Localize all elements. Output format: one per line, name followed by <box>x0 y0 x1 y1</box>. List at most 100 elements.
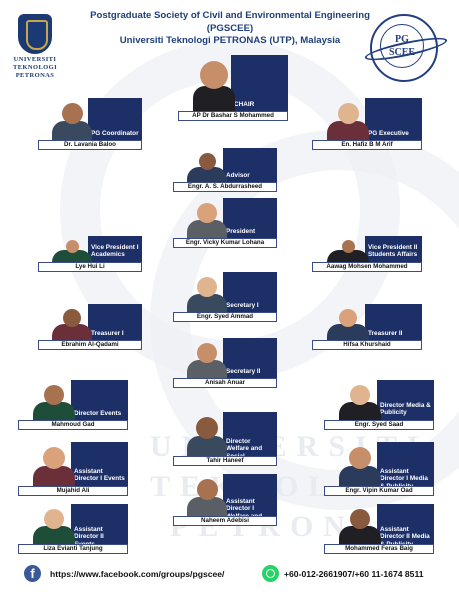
member-role: Secretary I <box>226 302 259 309</box>
member-photo <box>50 98 94 140</box>
footer: f https://www.facebook.com/groups/pgscee… <box>0 560 459 590</box>
whatsapp-icon[interactable] <box>262 565 279 582</box>
member-name: Mohammed Feras Baig <box>324 544 434 554</box>
member-card-treas2: Treasurer II Hifsa Khurshaid <box>312 304 422 350</box>
member-name: Engr. A. S. Abdurrasheed <box>173 182 277 192</box>
member-role: PG Executive <box>368 130 409 137</box>
role-block <box>223 412 277 456</box>
member-name: Mujahid Ali <box>18 486 128 496</box>
member-name: AP Dr Bashar S Mohammed <box>178 111 288 121</box>
role-block <box>71 442 128 486</box>
member-role: PG Coordinator <box>91 130 139 137</box>
member-card-ad1-welfare: Assistant Director I Welfare and SocialN… <box>173 474 277 527</box>
member-photo <box>50 236 94 262</box>
member-photo <box>31 504 77 544</box>
member-name: En. Hafiz B M Arif <box>312 140 422 150</box>
role-block <box>365 304 422 340</box>
member-photo <box>185 148 229 182</box>
member-photo <box>191 55 237 111</box>
member-role: Secretary II <box>226 368 261 375</box>
member-name: Hifsa Khurshaid <box>312 340 422 350</box>
member-photo <box>325 98 371 140</box>
page-title: Postgraduate Society of Civil and Enviro… <box>60 10 400 48</box>
role-block <box>377 380 434 420</box>
member-card-sec2: Secretary II Anisah Anuar <box>173 338 277 388</box>
role-block <box>377 442 434 486</box>
member-card-sec1: Secretary I Engr. Syed Ammad <box>173 272 277 322</box>
utp-shield-icon <box>18 14 52 54</box>
phone-numbers: +60-012-2661907/+60 11-1674 8511 <box>284 569 424 579</box>
member-card-dir-welfare: Director Welfare and SocialTahir Haneef <box>173 412 277 466</box>
role-block <box>223 272 277 312</box>
member-photo <box>185 272 229 312</box>
role-block <box>71 380 128 420</box>
title-line-1: Postgraduate Society of Civil and Enviro… <box>90 10 370 21</box>
member-name: Mahmoud Gad <box>18 420 128 430</box>
member-role: Treasurer II <box>368 330 403 337</box>
member-photo <box>337 380 383 420</box>
member-name: Engr. Vicky Kumar Lohana <box>173 238 277 248</box>
member-photo <box>337 504 383 544</box>
role-block <box>365 98 422 140</box>
role-block <box>223 198 277 238</box>
role-block <box>223 148 277 182</box>
member-name: Liza Evianti Tanjung <box>18 544 128 554</box>
seal-text: PG SCEE <box>380 24 424 68</box>
member-role: Treasurer I <box>91 330 124 337</box>
member-name: Dr. Lavania Baloo <box>38 140 142 150</box>
member-photo <box>325 236 371 262</box>
role-block <box>223 338 277 378</box>
member-card-ad2-events: Assistant Director II EventsLiza Evianti… <box>18 504 128 554</box>
role-block <box>223 474 277 516</box>
pgscee-seal-logo: PG SCEE <box>363 14 449 82</box>
member-photo <box>185 198 229 238</box>
member-name: Aawag Mohsen Mohammed <box>312 262 422 272</box>
member-role: Director Events <box>74 410 122 417</box>
member-card-ad2-media: Assistant Director II Media & PublicityM… <box>324 504 434 554</box>
member-role: Advisor <box>226 172 250 179</box>
utp-logo: UNIVERSITI TEKNOLOGI PETRONAS <box>12 14 58 88</box>
member-name: Ebrahim Al-Qadami <box>38 340 142 350</box>
member-name: Anisah Anuar <box>173 378 277 388</box>
member-photo <box>50 304 94 340</box>
member-photo <box>185 412 229 456</box>
member-name: Engr. Vipin Kumar Oad <box>324 486 434 496</box>
member-photo <box>337 442 383 486</box>
title-line-3: Universiti Teknologi PETRONAS (UTP), Mal… <box>119 35 341 46</box>
member-name: Tahir Haneef <box>173 456 277 466</box>
member-photo <box>185 338 229 378</box>
member-card-treas1: Treasurer I Ebrahim Al-Qadami <box>38 304 142 350</box>
role-block <box>88 98 142 140</box>
member-card-ad1-media: Assistant Director I Media & PublicityEn… <box>324 442 434 496</box>
member-role: Vice President I Academics <box>91 244 139 259</box>
role-block <box>88 304 142 340</box>
member-role: Assistant Director I Events <box>74 468 125 483</box>
facebook-icon[interactable]: f <box>24 565 41 582</box>
member-photo <box>31 442 77 486</box>
member-name: Lye Hui Li <box>38 262 142 272</box>
role-block <box>71 504 128 544</box>
role-block <box>377 504 434 544</box>
member-role: Vice President II Students Affairs <box>368 244 418 259</box>
member-name: Engr. Syed Ammad <box>173 312 277 322</box>
role-block <box>365 236 422 262</box>
utp-logo-text: UNIVERSITI TEKNOLOGI PETRONAS <box>12 56 58 79</box>
facebook-link[interactable]: https://www.facebook.com/groups/pgscee/ <box>50 569 225 579</box>
member-photo <box>31 380 77 420</box>
member-photo <box>325 304 371 340</box>
role-block <box>88 236 142 262</box>
member-name: Naheem Adebisi <box>173 516 277 526</box>
member-photo <box>185 474 229 516</box>
title-line-2: (PGSCEE) <box>206 22 254 34</box>
